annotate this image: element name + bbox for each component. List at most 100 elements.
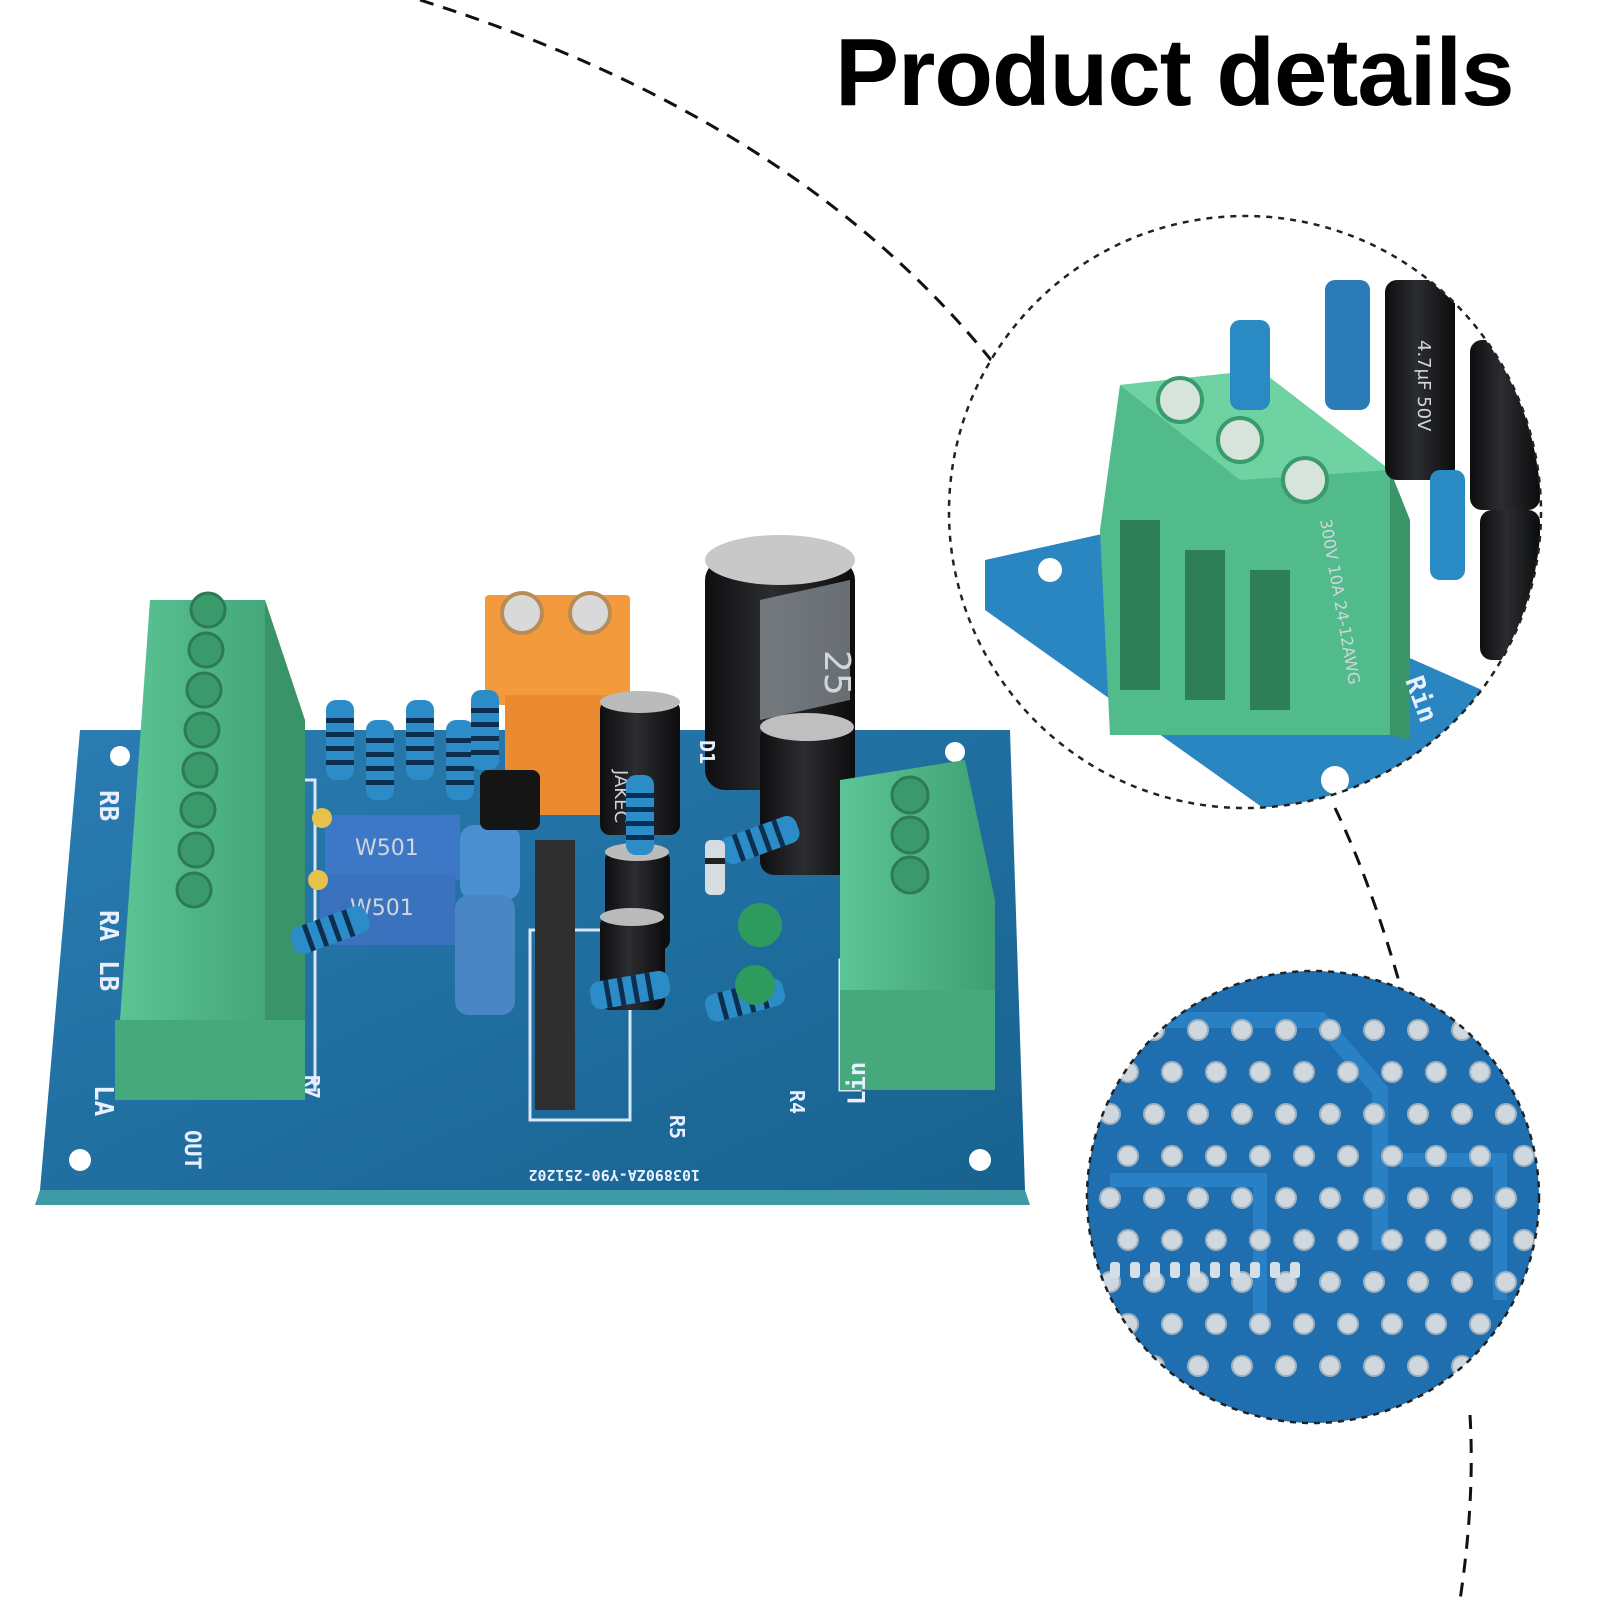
solder-joint (1275, 1103, 1297, 1125)
solder-pad (1130, 1262, 1140, 1278)
solder-pad (1150, 1262, 1160, 1278)
solder-joint (1363, 1103, 1385, 1125)
solder-joint (1187, 1019, 1209, 1041)
solder-joint (1381, 1229, 1403, 1251)
input-terminal-block (840, 760, 995, 1090)
ceramic-capacitor (738, 903, 782, 947)
zoom-circle-top (947, 214, 1543, 810)
label-lin: Lin (843, 1062, 871, 1105)
solder-joint (1205, 1061, 1227, 1083)
zoom-solder-detail (1087, 971, 1539, 1423)
solder-joint (1187, 1355, 1209, 1377)
terminal-screw (183, 711, 221, 749)
solder-joint (1099, 1019, 1121, 1041)
power-terminal-orange (485, 591, 630, 815)
solder-joint (1495, 1187, 1517, 1209)
resistor (589, 970, 671, 1010)
solder-joint (1407, 1355, 1429, 1377)
terminal-screw (181, 751, 219, 789)
label-d1: D1 (695, 740, 719, 764)
solder-joint (1293, 1313, 1315, 1335)
solder-joint (1117, 1229, 1139, 1251)
ceramic-capacitor (735, 965, 775, 1005)
solder-joint (1117, 1313, 1139, 1335)
solder-joint (1319, 1187, 1341, 1209)
solder-joint (1407, 1103, 1429, 1125)
solder-joint (1187, 1187, 1209, 1209)
svg-text:25: 25 (816, 650, 857, 696)
terminal-screw (177, 831, 215, 869)
solder-joint (1337, 1061, 1359, 1083)
zoom-capacitor-text: 4.7μF 50V (1413, 340, 1434, 432)
solder-joint (1161, 1313, 1183, 1335)
label-r4: R4 (785, 1090, 809, 1114)
solder-joint (1161, 1061, 1183, 1083)
solder-joint (1513, 1061, 1535, 1083)
mounting-hole (110, 746, 130, 766)
resistor (290, 905, 370, 955)
dashed-connector-middle (1333, 807, 1402, 986)
solder-joint (1425, 1061, 1447, 1083)
solder-joint (1407, 1271, 1429, 1293)
solder-joint (1249, 1145, 1271, 1167)
solder-pad (1250, 1262, 1260, 1278)
resistor (366, 720, 394, 800)
terminal-screw (187, 631, 225, 669)
solder-joint (1363, 1019, 1385, 1041)
solder-joint (1469, 1313, 1491, 1335)
solder-joint (1249, 1061, 1271, 1083)
solder-joint (1293, 1229, 1315, 1251)
solder-joint (1161, 1145, 1183, 1167)
solder-joint (1293, 1145, 1315, 1167)
solder-joint (1275, 1187, 1297, 1209)
solder-joint (1363, 1355, 1385, 1377)
terminal-screw (185, 671, 223, 709)
label-lb: LB (93, 960, 123, 991)
resistors (290, 690, 800, 1022)
solder-joint (1425, 1145, 1447, 1167)
solder-joint (1161, 1229, 1183, 1251)
solder-joint (1249, 1229, 1271, 1251)
solder-joint (1495, 1355, 1517, 1377)
solder-joint (1117, 1145, 1139, 1167)
label-la: LA (88, 1085, 118, 1117)
solder-joint (1319, 1271, 1341, 1293)
solder-joint (1381, 1313, 1403, 1335)
solder-joint (1143, 1019, 1165, 1041)
resistor (626, 775, 654, 855)
solder-joint (1205, 1313, 1227, 1335)
solder-joint (1143, 1103, 1165, 1125)
resistor (446, 720, 474, 800)
terminal-screw (175, 871, 213, 909)
solder-joint (1381, 1145, 1403, 1167)
resistor (326, 700, 354, 780)
solder-joint (1143, 1187, 1165, 1209)
solder-pad (1210, 1262, 1220, 1278)
solder-joint (1319, 1103, 1341, 1125)
solder-joint (1205, 1145, 1227, 1167)
output-terminal-block (115, 591, 305, 1100)
dashed-connector-top (419, 0, 997, 366)
solder-joint (1099, 1187, 1121, 1209)
label-rb: RB (93, 790, 123, 821)
mounting-hole (69, 1149, 91, 1171)
solder-joint (1407, 1019, 1429, 1041)
solder-pad (1290, 1262, 1300, 1278)
zoom-circle-bottom (1085, 969, 1541, 1425)
solder-joint (1205, 1229, 1227, 1251)
solder-joint (1231, 1103, 1253, 1125)
solder-joint (1363, 1187, 1385, 1209)
solder-joint (1451, 1187, 1473, 1209)
pot-label-1: W501 (355, 836, 419, 861)
solder-joint (1319, 1019, 1341, 1041)
solder-joint (1495, 1019, 1517, 1041)
zoom-terminal-detail: 300V 10A 24-12AWG 4.7μF 50V Rin (949, 216, 1541, 808)
capacitor-brand: JAKEC (610, 769, 631, 823)
solder-joint (1319, 1355, 1341, 1377)
solder-joint (1451, 1019, 1473, 1041)
solder-joint (1337, 1145, 1359, 1167)
page-title: Product details (835, 19, 1514, 126)
solder-joint (1407, 1187, 1429, 1209)
resistor (406, 700, 434, 780)
